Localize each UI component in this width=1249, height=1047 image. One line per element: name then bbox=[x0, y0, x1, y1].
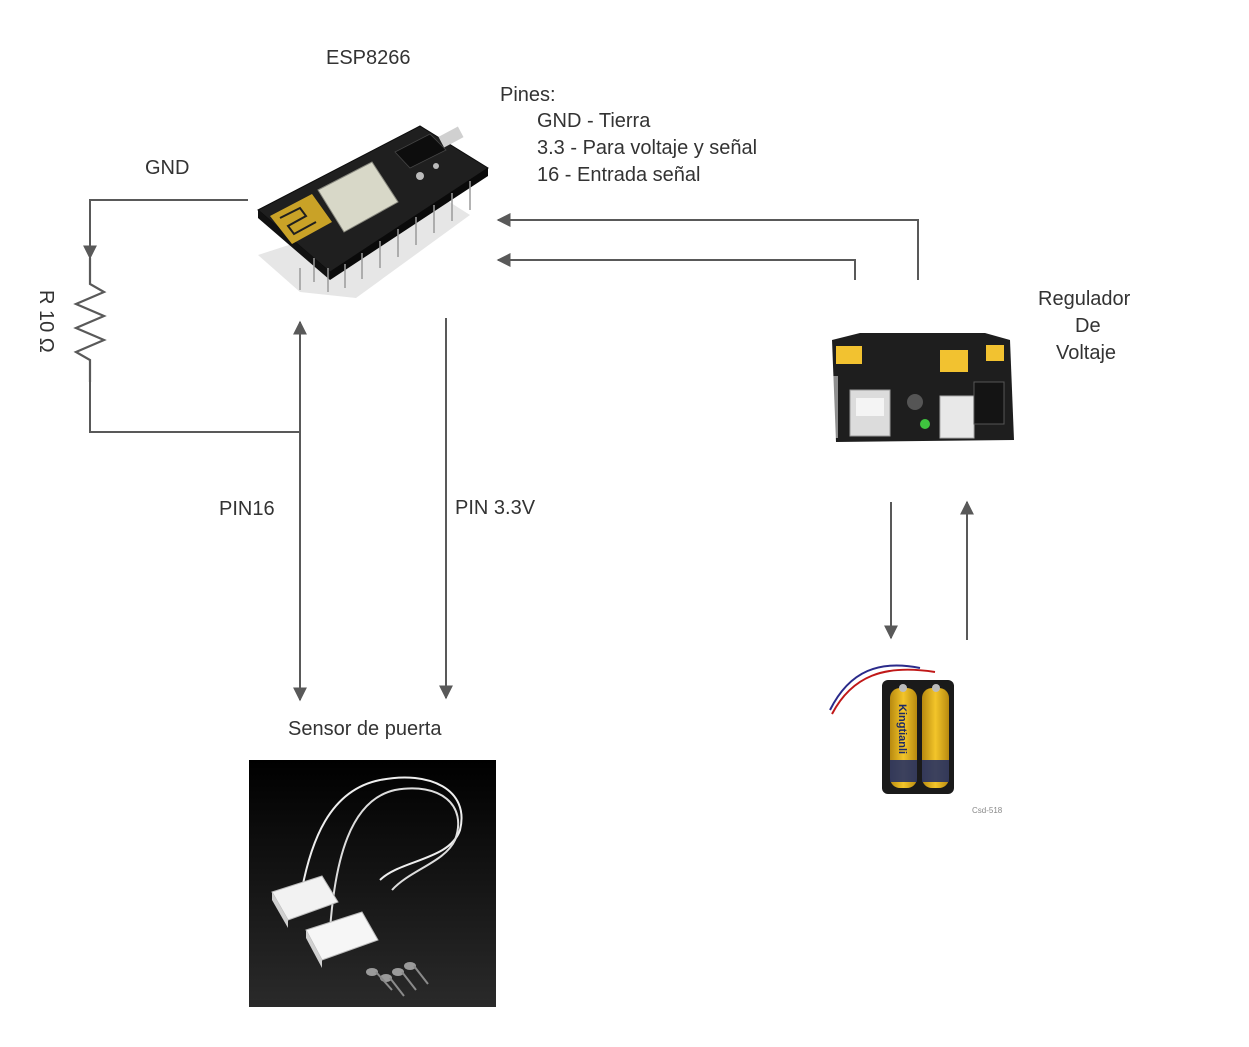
esp8266-title: ESP8266 bbox=[326, 46, 411, 70]
regulator-label-line1: Regulador bbox=[1038, 287, 1130, 311]
battery-code-label: Csd-518 bbox=[972, 806, 1002, 816]
gnd-label: GND bbox=[145, 156, 189, 180]
pin-legend-3v3: 3.3 - Para voltaje y señal bbox=[537, 136, 757, 160]
resistor-symbol bbox=[76, 258, 104, 382]
pin-legend-gnd: GND - Tierra bbox=[537, 109, 650, 133]
regulator-label-line2: De bbox=[1075, 314, 1101, 338]
battery-brand-text: Kingtianli bbox=[896, 704, 908, 754]
regulator-label-line3: Voltaje bbox=[1056, 341, 1116, 365]
door-sensor-image bbox=[249, 760, 496, 1007]
voltage-regulator-image bbox=[830, 333, 1014, 442]
pin16-label: PIN16 bbox=[219, 497, 275, 521]
battery-pack-image bbox=[830, 665, 954, 794]
sensor-label: Sensor de puerta bbox=[288, 717, 441, 741]
esp8266-board-image bbox=[258, 126, 488, 298]
pins-heading: Pines: bbox=[500, 83, 556, 107]
resistor-label: R 10 Ω bbox=[34, 290, 58, 353]
pin33-label: PIN 3.3V bbox=[455, 496, 535, 520]
pin-legend-16: 16 - Entrada señal bbox=[537, 163, 700, 187]
